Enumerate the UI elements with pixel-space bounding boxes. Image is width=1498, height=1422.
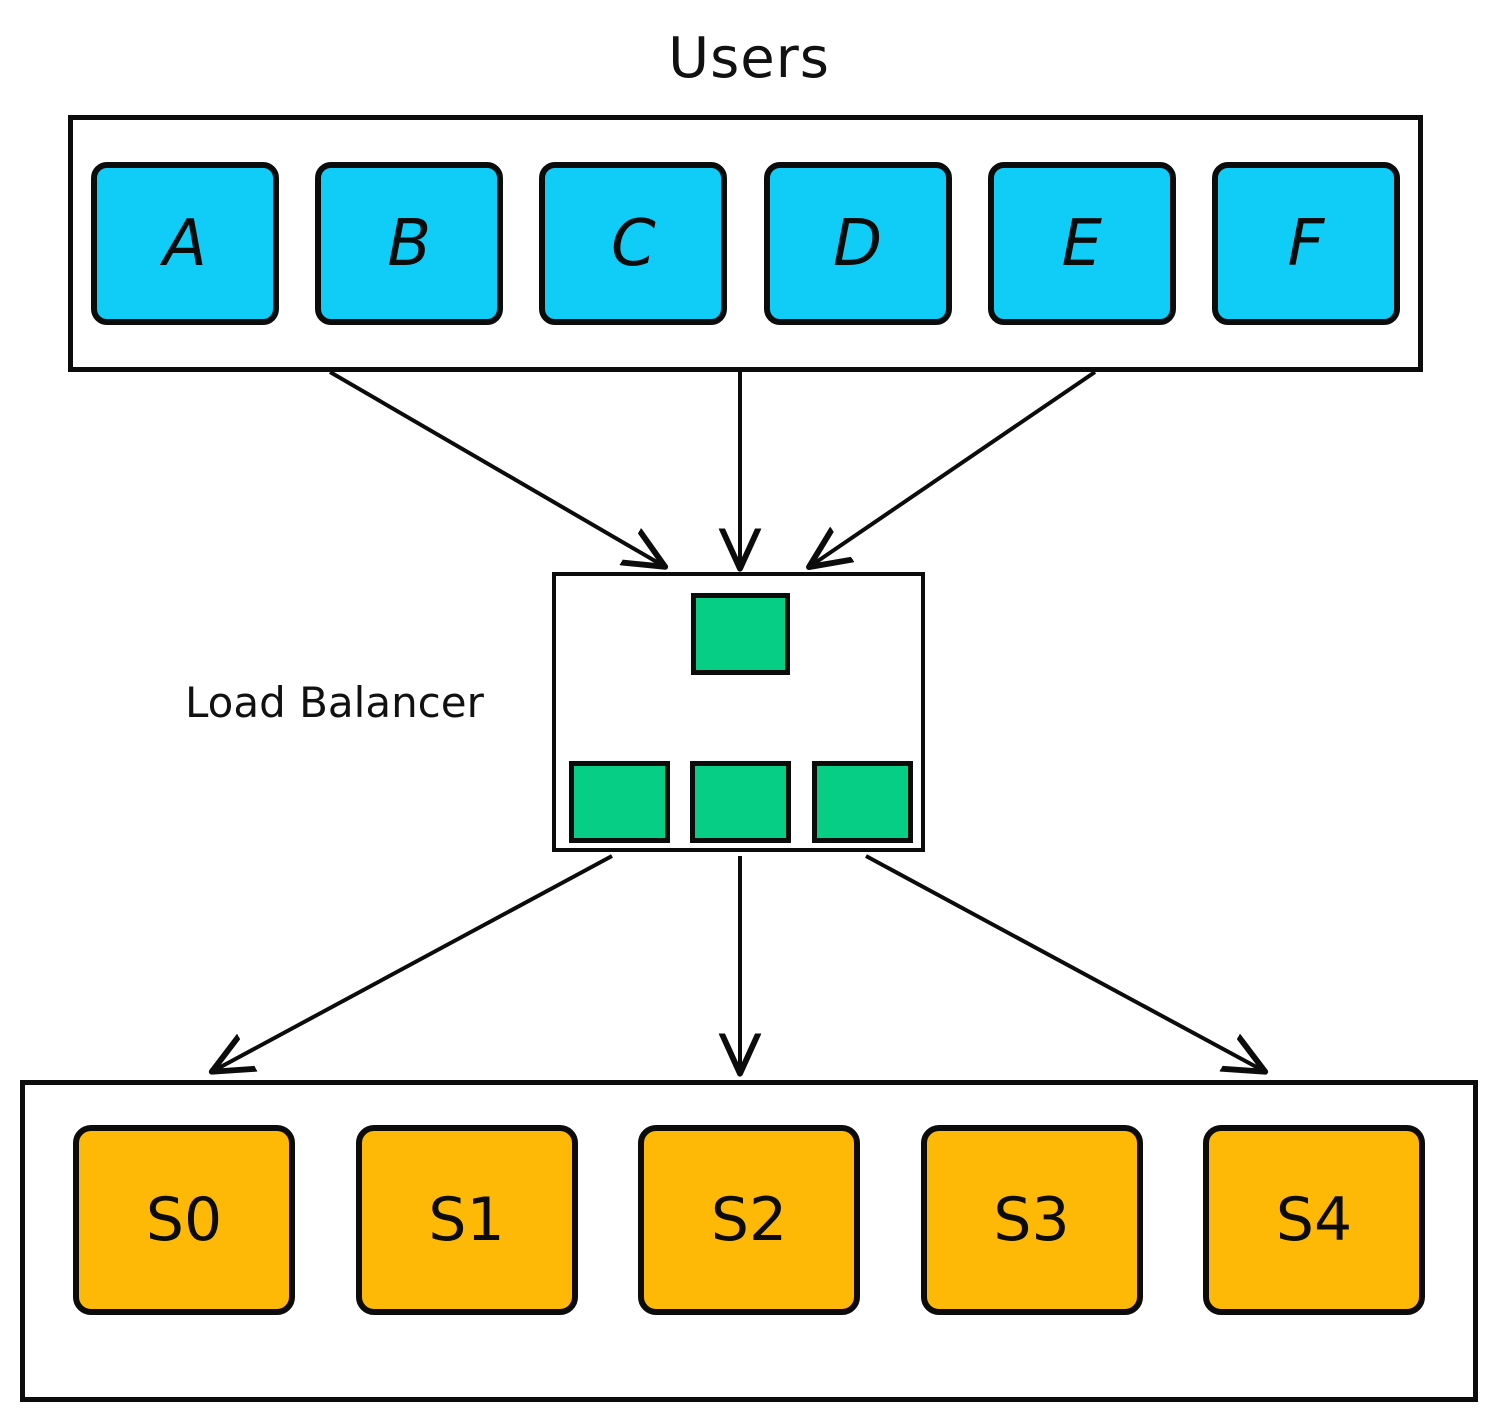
server-node-s2[interactable]: S2: [638, 1125, 860, 1315]
edge-users-to-lb-right: [812, 370, 1097, 565]
lb-child-node-1[interactable]: [690, 761, 791, 843]
server-node-s4[interactable]: S4: [1203, 1125, 1425, 1315]
server-node-s1[interactable]: S1: [355, 1125, 578, 1315]
server-node-s0[interactable]: S0: [73, 1125, 295, 1315]
users-group: A B C D E F: [68, 115, 1423, 372]
user-node-c[interactable]: C: [539, 162, 728, 325]
load-balancer-label: Load Balancer: [185, 678, 484, 727]
server-node-s3[interactable]: S3: [920, 1125, 1143, 1315]
users-row: A B C D E F: [73, 120, 1418, 367]
user-node-f[interactable]: F: [1211, 162, 1400, 325]
servers-group: S0 S1 S2 S3 S4 blog.algomaster.io: [20, 1080, 1478, 1402]
lb-child-node-0[interactable]: [569, 761, 670, 843]
user-node-e[interactable]: E: [987, 162, 1176, 325]
lb-child-node-2[interactable]: [812, 761, 913, 843]
servers-row: S0 S1 S2 S3 S4: [25, 1125, 1473, 1315]
edge-lb-to-servers-right: [865, 854, 1262, 1070]
user-node-a[interactable]: A: [91, 162, 279, 325]
edge-lb-to-servers-left: [215, 854, 613, 1070]
page-title: Users: [668, 26, 830, 91]
lb-root-node[interactable]: [691, 593, 790, 675]
user-node-b[interactable]: B: [315, 162, 504, 325]
user-node-d[interactable]: D: [763, 162, 952, 325]
edge-users-to-lb-left: [328, 370, 662, 565]
load-balancer-group: [552, 572, 925, 852]
